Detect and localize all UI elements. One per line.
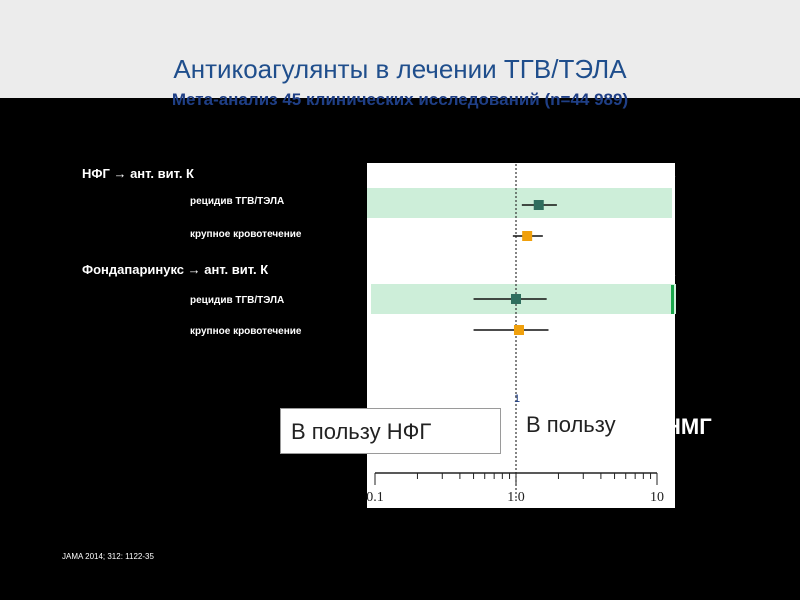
band-edge-marker (671, 285, 674, 314)
tick-label: 10 (650, 490, 664, 505)
estimate-marker (533, 200, 544, 210)
row-highlight-band (367, 188, 672, 218)
page-title: Антикоагулянты в лечении ТГВ/ТЭЛА (173, 54, 627, 84)
estimate-marker (513, 325, 524, 335)
group-label-ufh: НФГ → ант. вит. К (82, 166, 194, 181)
favor-lmwh-accent: НМГ (665, 414, 712, 439)
tick-label: 0.1 (366, 490, 384, 505)
favor-note-1: НМГ → ант. вит. К (560, 164, 676, 180)
favor-lmwh-box: В пользу (520, 404, 666, 454)
group-label-fondaparinux: Фондапаринукс → ант. вит. К (82, 262, 269, 277)
reference-label: 1 (514, 393, 520, 405)
slide-header (0, 0, 800, 98)
row-label-bleeding-1: крупное кровотечение (190, 229, 302, 240)
row-label-recurrence-1: рецидив ТГВ/ТЭЛА (190, 196, 285, 207)
row-label-bleeding-2: крупное кровотечение (190, 326, 302, 337)
favor-ufh-box: В пользу НФГ (280, 408, 501, 454)
favor-note-2: НМГ → ант. вит. К (560, 263, 676, 279)
page-subtitle: Мета-анализ 45 клинических исследований … (171, 90, 629, 109)
estimate-marker (522, 231, 533, 241)
row-label-recurrence-2: рецидив ТГВ/ТЭЛА (190, 295, 285, 306)
tick-label: 1.0 (507, 490, 525, 505)
footnote: JAMA 2014; 312: 1122-35 (62, 552, 154, 561)
estimate-marker (511, 294, 521, 304)
